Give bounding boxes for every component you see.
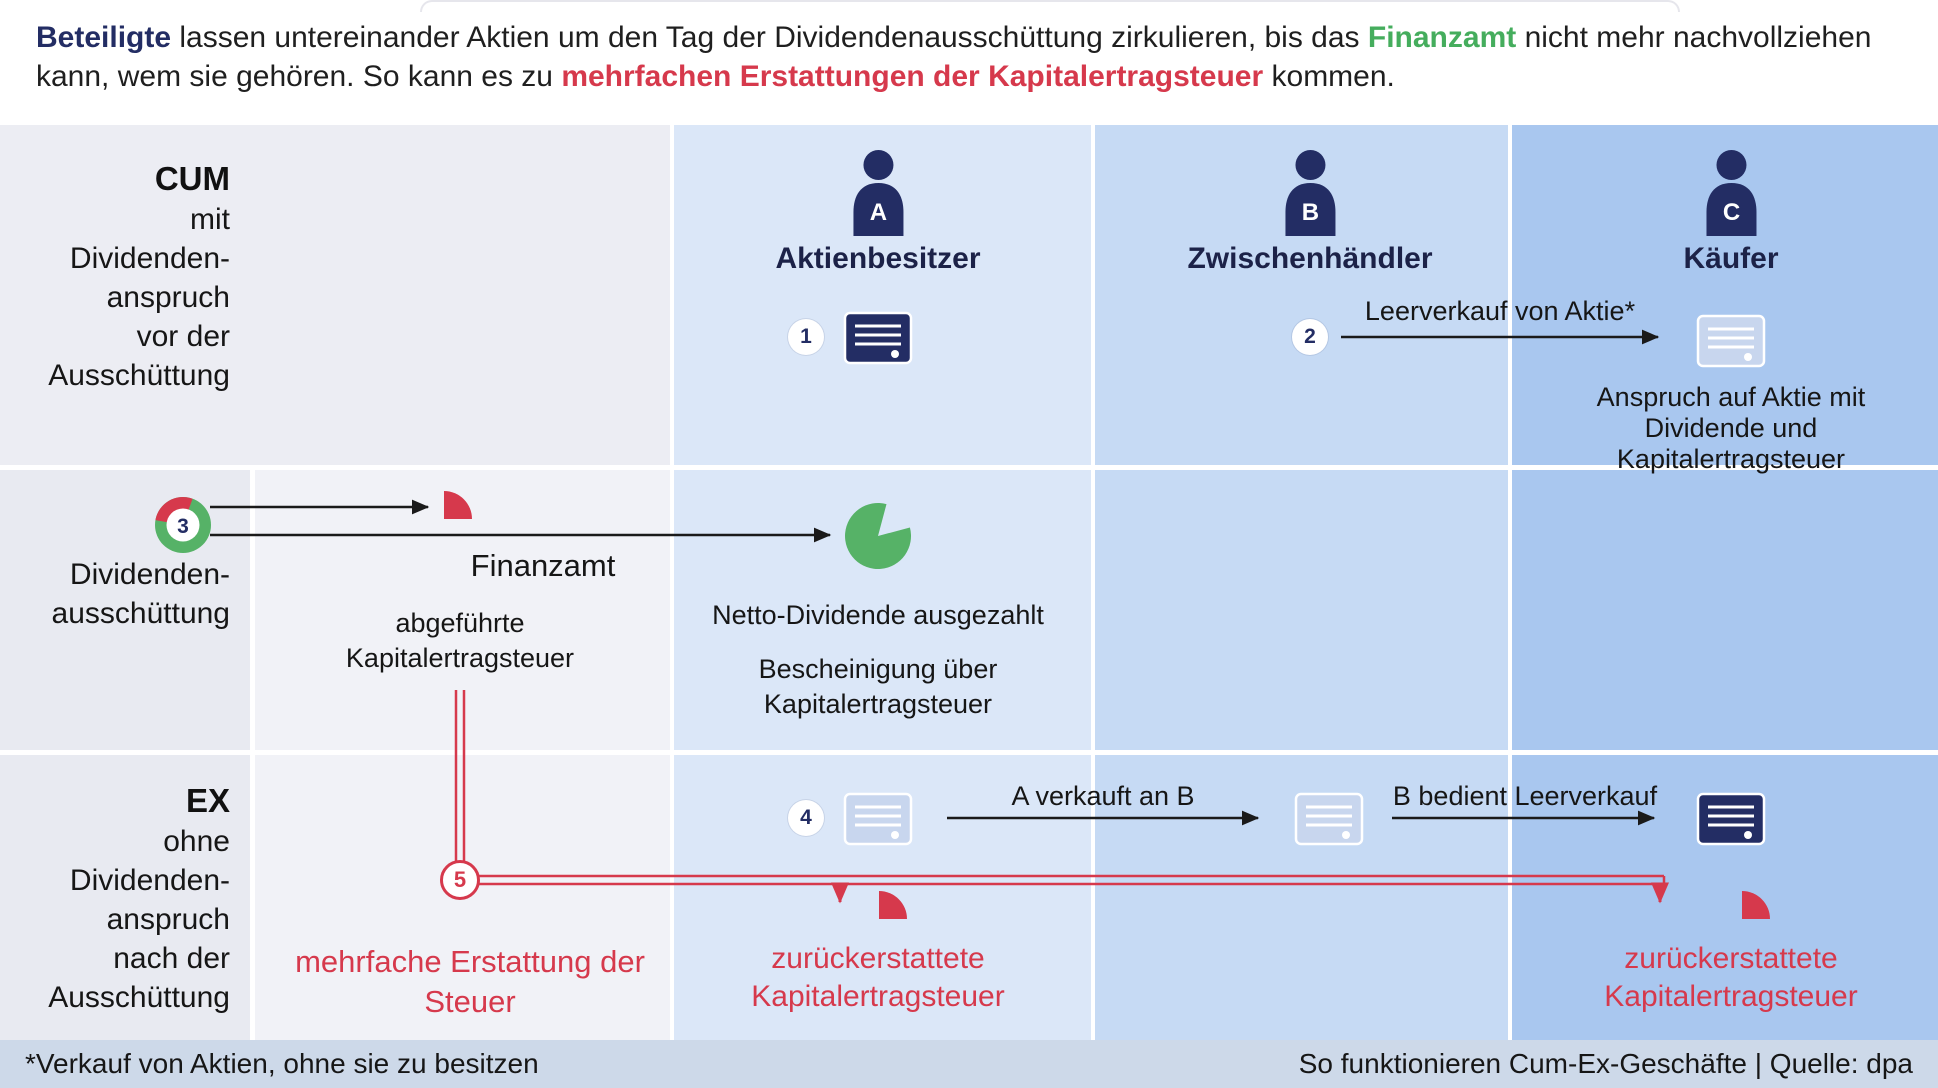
bg-col-aktienbesitzer-row1 (674, 125, 1091, 465)
row-ex-line: ohne (163, 825, 230, 858)
row-ex-title: EX (185, 782, 230, 819)
step-2-badge: 2 (1292, 319, 1328, 355)
person-a-letter: A (869, 199, 886, 226)
row-div-line: Dividenden- (69, 558, 230, 591)
zurueckerstattet-c-label: zurückerstattete Kapitalertragsteuer (1604, 942, 1858, 1013)
step-5-badge: 5 (440, 860, 480, 900)
intro-text-2: nicht mehr nachvollziehen kann, wem sie … (36, 21, 1872, 93)
leerverkauf-arrow-label: Leerverkauf von Aktie* (1364, 296, 1636, 326)
share-certificate-icon (843, 311, 913, 365)
row-label-cum: CUM mit Dividenden- anspruch vor der Aus… (18, 158, 230, 395)
bescheinigung-label: Bescheinigung über Kapitalertragsteuer (758, 654, 998, 719)
row-cum-line: Dividenden- (69, 242, 230, 275)
actor-aktienbesitzer: A Aktienbesitzer (775, 150, 981, 276)
bg-col-zwischenhaendler-row1 (1095, 125, 1508, 465)
tax-wedge-icon (444, 491, 472, 519)
finanzamt-label: Finanzamt (470, 548, 616, 583)
row-cum-line: Ausschüttung (48, 359, 230, 392)
source-line: So funktionieren Cum-Ex-Geschäfte | Quel… (1298, 1048, 1913, 1079)
actor-c-name: Käufer (1683, 242, 1779, 275)
actor-b-name: Zwischenhändler (1187, 242, 1433, 275)
row-cum-title: CUM (154, 160, 230, 197)
row-ex-line: Ausschüttung (48, 981, 230, 1014)
refund-wedge-a-icon (879, 891, 907, 919)
person-c-letter: C (1722, 199, 1739, 226)
bg-row-cum-left (0, 125, 670, 465)
person-b-letter: B (1301, 199, 1318, 226)
ex-certificate-a-icon (843, 792, 913, 846)
ex-certificate-c-icon (1696, 792, 1766, 846)
intro-term-erstattungen: mehrfachen Erstattungen der Kapitalertra… (561, 60, 1264, 93)
person-c-icon: C (1706, 150, 1756, 236)
dividend-pie-step3-icon: 3 (155, 496, 211, 553)
bg-col-zwischenhaendler-row2 (1095, 470, 1508, 750)
b-bedient-arrow-label: B bedient Leerverkauf (1392, 781, 1658, 811)
ex-certificate-b-icon (1294, 792, 1364, 846)
bg-col-kaeufer-row1 (1512, 125, 1938, 465)
row-ex-line: Dividenden- (69, 864, 230, 897)
row-cum-line: anspruch (106, 281, 230, 314)
step-3-badge: 3 (177, 515, 189, 538)
abgefuehrte-label: abgeführte Kapitalertragsteuer (345, 608, 575, 673)
actor-zwischenhaendler: B Zwischenhändler (1187, 150, 1433, 276)
share-claim-certificate-icon (1696, 314, 1766, 368)
actor-kaeufer: C Käufer (1683, 150, 1779, 276)
row-ex-line: nach der (113, 942, 230, 975)
refund-wedge-c-icon (1742, 891, 1770, 919)
bg-col-kaeufer-row2 (1512, 470, 1938, 750)
step-4-badge: 4 (788, 800, 824, 836)
person-a-icon: A (852, 150, 903, 236)
intro-term-finanzamt: Finanzamt (1367, 21, 1517, 54)
row-cum-line: mit (190, 203, 230, 236)
a-verkauft-arrow-label: A verkauft an B (1011, 781, 1195, 811)
zurueckerstattet-a-label: zurückerstattete Kapitalertragsteuer (751, 942, 1005, 1013)
person-b-icon: B (1285, 150, 1335, 236)
mehrfache-erstattung-label: mehrfache Erstattung der Steuer (295, 944, 645, 1019)
row-label-dividende: Dividenden- ausschüttung (18, 555, 230, 633)
step-1-badge: 1 (788, 319, 824, 355)
row-cum-line: vor der (136, 320, 230, 353)
footnote: *Verkauf von Aktien, ohne sie zu besitze… (25, 1048, 539, 1079)
actor-a-name: Aktienbesitzer (775, 242, 981, 275)
anspruch-label: Anspruch auf Aktie mit Dividende und Kap… (1596, 382, 1866, 474)
netto-dividende-label: Netto-Dividende ausgezahlt (712, 600, 1044, 630)
row-div-line: ausschüttung (51, 597, 230, 630)
intro-text-1: lassen untereinander Aktien um den Tag d… (171, 21, 1368, 54)
footer-bar (0, 1040, 1938, 1088)
intro-term-beteiligte: Beteiligte (36, 21, 172, 54)
bg-label-col-row3 (0, 755, 250, 1040)
net-dividend-pie-icon (845, 502, 912, 569)
intro-text: Beteiligte lassen untereinander Aktien u… (36, 18, 1916, 96)
row-ex-line: anspruch (106, 903, 230, 936)
intro-text-3: kommen. (1263, 60, 1395, 93)
row-label-ex: EX ohne Dividenden- anspruch nach der Au… (18, 780, 230, 1017)
